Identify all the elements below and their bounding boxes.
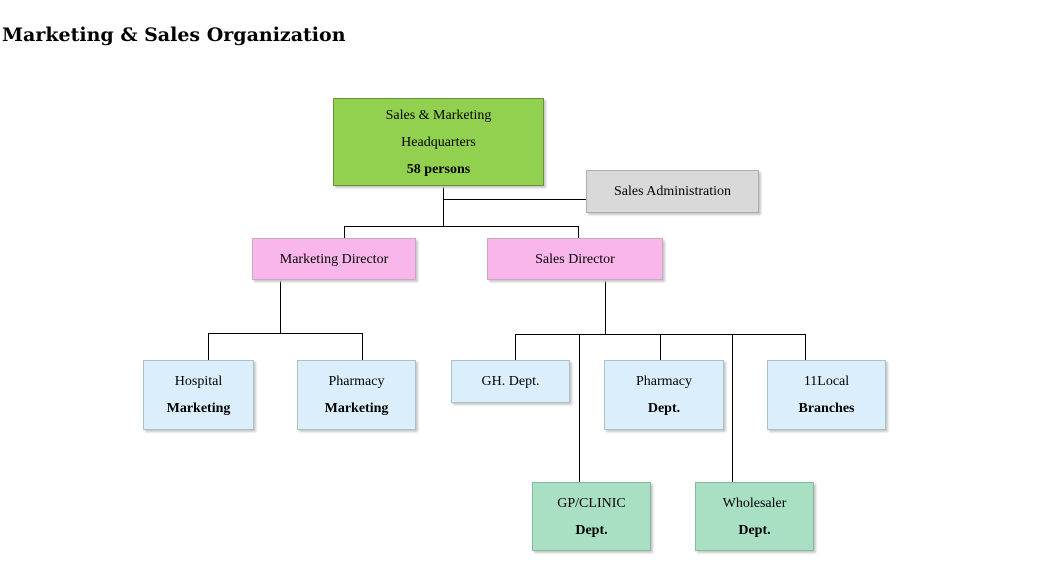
gp-clinic-dept-label: GP/CLINIC	[557, 495, 626, 511]
sales-director-label: Sales Director	[535, 251, 615, 267]
marketing-director-label: Marketing Director	[279, 251, 389, 267]
hospital-marketing-sublabel: Marketing	[166, 401, 231, 416]
headquarters-sublabel: Headquarters	[401, 134, 476, 150]
hospital-marketing-box: Hospital Marketing	[143, 360, 254, 430]
pharmacy-marketing-label: Pharmacy	[328, 374, 385, 389]
pharmacy-dept-sublabel: Dept.	[647, 401, 681, 416]
sales-director-box: Sales Director	[487, 238, 663, 280]
headquarters-label: Sales & Marketing	[385, 107, 492, 123]
local-branches-sublabel: Branches	[798, 401, 855, 416]
pharmacy-dept-box: Pharmacy Dept.	[604, 360, 724, 430]
wholesaler-dept-sublabel: Dept.	[738, 522, 771, 538]
sales-administration-label: Sales Administration	[613, 184, 732, 199]
pharmacy-marketing-box: Pharmacy Marketing	[297, 360, 416, 430]
page-title: Marketing & Sales Organization	[2, 24, 346, 46]
hospital-marketing-label: Hospital	[174, 374, 223, 389]
headquarters-box: Sales & Marketing Headquarters 58 person…	[333, 98, 544, 186]
headquarters-headcount: 58 persons	[406, 161, 471, 177]
gp-clinic-dept-box: GP/CLINIC Dept.	[532, 482, 651, 551]
pharmacy-marketing-sublabel: Marketing	[324, 401, 389, 416]
marketing-director-box: Marketing Director	[252, 238, 416, 280]
local-branches-label: 11Local	[803, 374, 850, 389]
sales-administration-box: Sales Administration	[586, 170, 759, 213]
local-branches-box: 11Local Branches	[767, 360, 886, 430]
pharmacy-dept-label: Pharmacy	[636, 374, 692, 389]
wholesaler-dept-box: Wholesaler Dept.	[695, 482, 814, 551]
wholesaler-dept-label: Wholesaler	[722, 495, 787, 511]
gp-clinic-dept-sublabel: Dept.	[575, 522, 608, 538]
gh-dept-label: GH. Dept.	[481, 374, 540, 389]
gh-dept-box: GH. Dept.	[451, 360, 570, 403]
